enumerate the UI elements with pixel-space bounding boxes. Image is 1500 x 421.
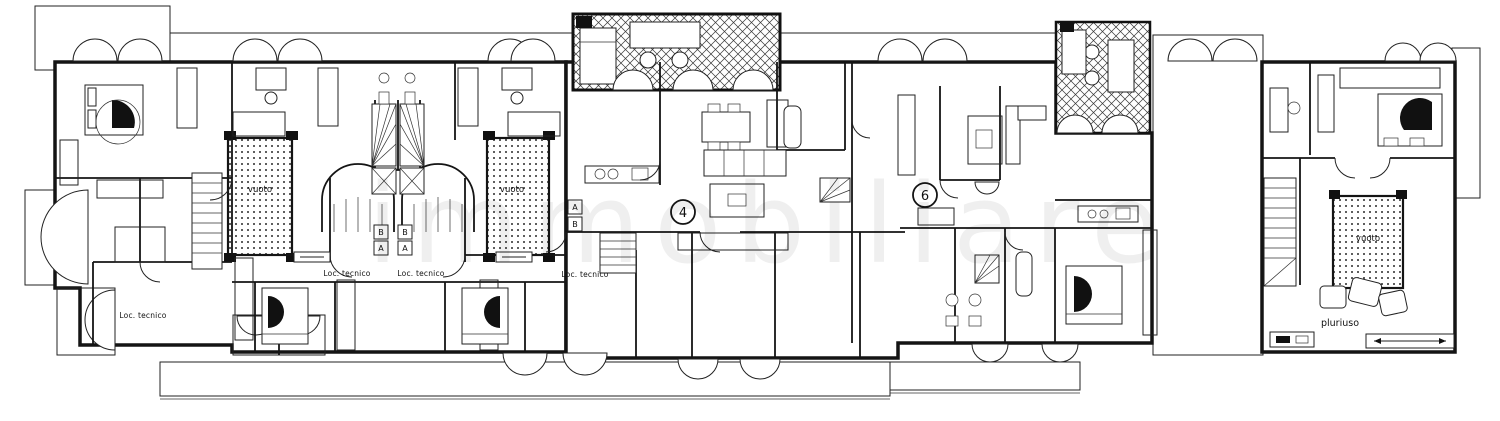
vuoto-label-left: vuoto — [248, 185, 272, 195]
stair-fan-a — [371, 103, 397, 195]
bed-master-left — [84, 84, 144, 145]
room-label-loc-tecnico-1: Loc. tecnico — [119, 311, 166, 320]
stairs-group — [191, 103, 1297, 287]
unit-6-badge: 6 — [912, 182, 938, 208]
vuoto-area-right — [1331, 194, 1405, 290]
stair-unit6-small — [974, 254, 1000, 284]
unit-6-number: 6 — [921, 189, 929, 204]
marker-a-2: A — [402, 244, 408, 253]
bed-unit6 — [1065, 265, 1123, 325]
stair-markers-group: B A B A A B — [373, 199, 583, 256]
vuoto-area-left — [226, 136, 294, 257]
window-rail-right — [1365, 333, 1455, 349]
marker-b-2: B — [402, 228, 408, 237]
bed-right-building — [1377, 93, 1443, 147]
stair-center — [599, 232, 637, 274]
vuoto-label-center: vuoto — [500, 185, 524, 195]
stair-unit4-small — [819, 177, 851, 203]
stair-right-building — [1263, 177, 1297, 287]
bed-small-b — [461, 287, 509, 345]
interior-walls-group — [55, 62, 1455, 358]
marker-a-3: A — [572, 203, 578, 212]
terraces-group — [56, 12, 1152, 356]
marker-b-3: B — [572, 220, 578, 229]
marker-a-1: A — [378, 244, 384, 253]
room-labels-group: Loc. tecnico Loc. tecnico Loc. tecnico L… — [119, 185, 1380, 329]
island-unit6 — [967, 115, 1003, 165]
rug-unit4 — [709, 183, 765, 218]
furniture-group — [84, 67, 1455, 349]
room-label-loc-tecnico-2: Loc. tecnico — [323, 269, 370, 278]
dining-table-unit4 — [701, 103, 751, 151]
stair-fan-b — [399, 103, 425, 195]
kitchen-unit6 — [1077, 205, 1139, 223]
pluriuso-label: pluriuso — [1321, 318, 1359, 329]
bathtub-unit4 — [783, 105, 802, 149]
bathtub-unit6 — [1015, 251, 1033, 297]
marker-b-1: B — [378, 228, 384, 237]
wardrobes-group — [59, 67, 1441, 351]
room-label-loc-tecnico-4: Loc. tecnico — [561, 270, 608, 279]
balcony-arcs-group — [40, 38, 1457, 380]
sofa-unit4 — [703, 149, 787, 177]
bed-small-a — [261, 287, 309, 345]
watermark-text: immobiliare — [367, 160, 1173, 288]
door-arcs-group — [139, 119, 1391, 283]
vuoto-label-right: vuoto — [1356, 234, 1380, 244]
stair-left — [191, 172, 223, 270]
vuoto-areas-group — [224, 131, 1407, 290]
unit-4-number: 4 — [679, 206, 687, 221]
kitchen-unit4 — [584, 165, 660, 184]
room-label-loc-tecnico-3: Loc. tecnico — [397, 269, 444, 278]
sofa-right-building — [1319, 277, 1408, 317]
deck-bottom-b — [889, 361, 1081, 391]
unit-4-badge: 4 — [670, 199, 696, 225]
